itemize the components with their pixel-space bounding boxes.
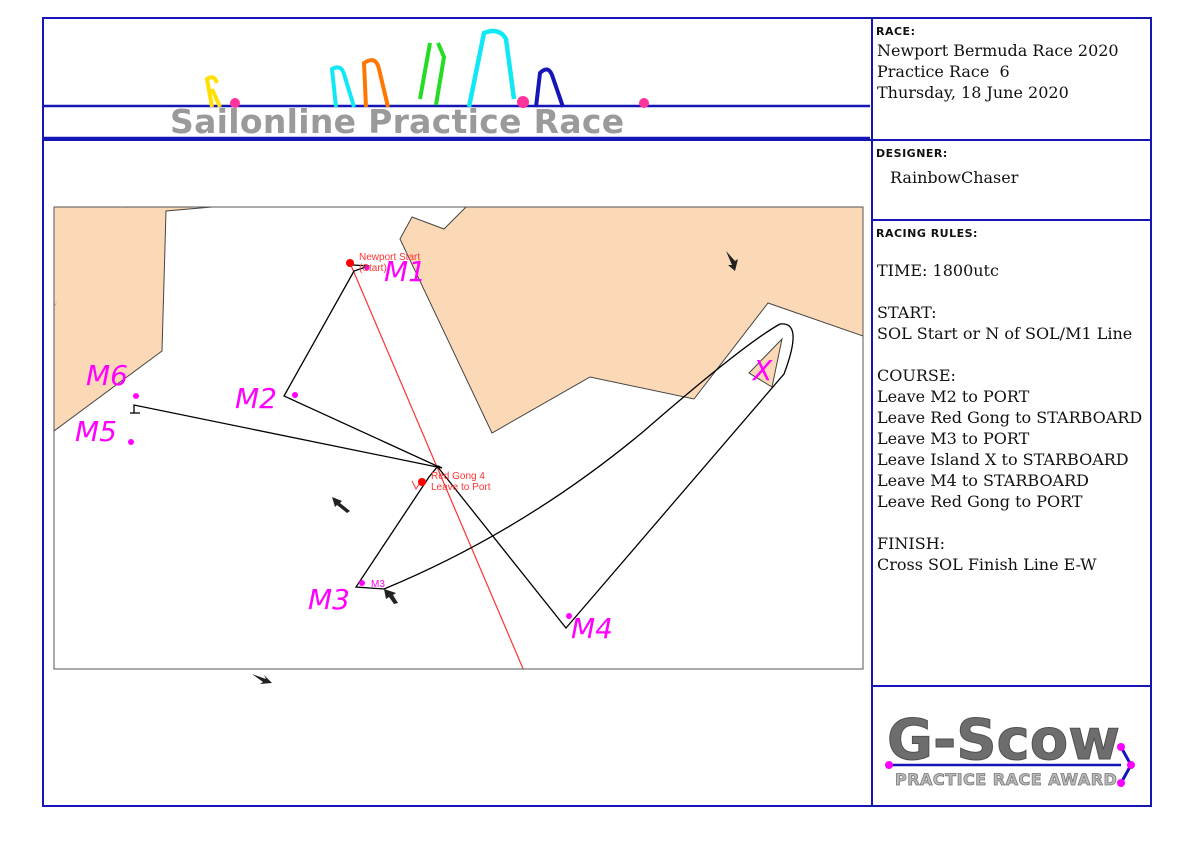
wind-arrow-icon	[384, 589, 398, 604]
m1-label: M1	[384, 255, 426, 288]
designer-panel: DESIGNER: RainbowChaser	[871, 139, 1152, 221]
rules-course-line: Leave M2 to PORT	[877, 387, 1030, 406]
award-panel: G-Scow PRACTICE RACE AWARD	[871, 685, 1152, 807]
rules-course-line: Leave Red Gong to STARBOARD	[877, 408, 1143, 427]
designer-name: RainbowChaser	[890, 168, 1019, 187]
rules-course-line: Leave M4 to STARBOARD	[877, 471, 1089, 490]
rules-time: TIME: 1800utc	[877, 261, 999, 280]
land-west-fill	[54, 207, 128, 306]
m6-label: M6	[86, 359, 128, 392]
race-info-panel: RACE: Newport Bermuda Race 2020 Practice…	[871, 17, 1152, 141]
m1-mark	[364, 265, 370, 271]
red-gong-mark	[418, 478, 426, 486]
g-scow-award-logo: G-Scow PRACTICE RACE AWARD	[885, 708, 1135, 789]
map-panel: Newport Start (Start) Red Gong 4 Leave t…	[42, 139, 873, 807]
island-x-label: X	[751, 354, 773, 387]
m3-label: M3	[308, 583, 350, 616]
racing-rules-panel: RACING RULES: TIME: 1800utc START: SOL S…	[871, 219, 1152, 687]
course-line	[133, 264, 794, 630]
start-label-2: (Start)	[359, 263, 387, 274]
m3-mark	[359, 580, 365, 586]
logo-title: Sailonline Practice Race	[170, 102, 625, 141]
rules-course-line: Leave M3 to PORT	[877, 429, 1030, 448]
land-northeast	[399, 207, 863, 434]
rules-course-line: Leave Red Gong to PORT	[877, 492, 1083, 511]
rules-finish-heading: FINISH:	[877, 534, 946, 553]
m3-small-label: M3	[371, 579, 385, 590]
wind-arrow-icon	[252, 674, 272, 684]
m5-mark	[128, 439, 134, 445]
m4-label: M4	[571, 612, 613, 645]
rules-start-heading: START:	[877, 303, 937, 322]
start-label-1: Newport Start	[359, 252, 420, 263]
m2-mark	[292, 392, 298, 398]
m4-mark	[566, 613, 572, 619]
wind-arrow-icon	[726, 251, 738, 271]
m5-label: M5	[75, 415, 117, 448]
header-logo-panel: Sailonline Practice Race	[42, 17, 873, 141]
wind-arrow-icon	[332, 497, 350, 513]
rules-start-text: SOL Start or N of SOL/M1 Line	[877, 324, 1133, 343]
island-x	[748, 337, 783, 388]
gong-label-2: Leave to Port	[431, 482, 491, 493]
award-title: G-Scow	[887, 708, 1120, 773]
race-number: Practice Race 6	[877, 62, 1010, 81]
rules-course-line: Leave Island X to STARBOARD	[877, 450, 1129, 469]
newport-start-mark	[346, 259, 354, 267]
rules-label: RACING RULES:	[876, 227, 978, 240]
course-map: Newport Start (Start) Red Gong 4 Leave t…	[53, 206, 864, 684]
designer-label: DESIGNER:	[876, 147, 948, 160]
rules-course-heading: COURSE:	[877, 366, 956, 385]
race-name: Newport Bermuda Race 2020	[877, 41, 1119, 60]
sailonline-logo-graphic	[44, 28, 870, 139]
rules-finish-text: Cross SOL Finish Line E-W	[877, 555, 1097, 574]
race-date: Thursday, 18 June 2020	[877, 83, 1069, 102]
gong-label-1: Red Gong 4	[431, 471, 485, 482]
m2-label: M2	[235, 382, 277, 415]
award-subtitle: PRACTICE RACE AWARD	[895, 770, 1117, 789]
m6-mark	[133, 393, 139, 399]
race-label: RACE:	[876, 25, 916, 38]
